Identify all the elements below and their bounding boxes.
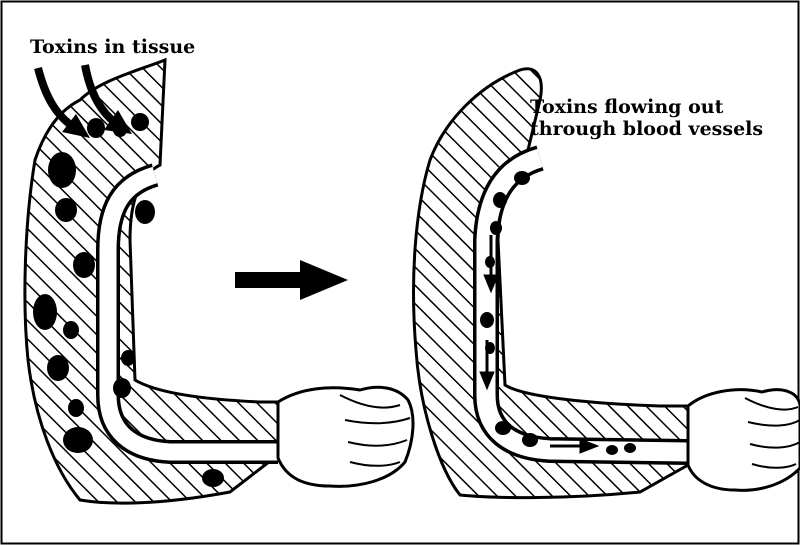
label-toxins-in-tissue: Toxins in tissue — [30, 36, 195, 58]
toxin-blob — [522, 433, 538, 447]
toxin-blob — [624, 443, 636, 453]
label-line-2: through blood vessels — [530, 118, 763, 140]
hand-after — [688, 390, 800, 491]
toxin-blob — [48, 152, 76, 188]
toxin-blob — [47, 355, 69, 381]
toxin-blob — [113, 378, 131, 398]
toxin-blob — [135, 200, 155, 224]
toxin-blob — [68, 399, 84, 417]
toxin-blob — [73, 252, 95, 278]
toxin-blob — [121, 350, 135, 366]
toxin-blob — [63, 427, 93, 453]
toxin-blob — [493, 192, 507, 208]
arm-before — [25, 60, 413, 503]
label-toxins-flowing-out: Toxins flowing out through blood vessels — [530, 96, 763, 140]
toxin-blob — [55, 198, 77, 222]
toxin-blob — [63, 321, 79, 339]
transition-arrow-icon — [235, 260, 348, 300]
toxin-blob — [495, 421, 511, 435]
hand-before — [278, 387, 413, 486]
toxin-blob — [606, 445, 618, 455]
toxin-blob — [131, 113, 149, 131]
toxin-blob — [514, 171, 530, 185]
toxin-blob — [202, 469, 224, 487]
toxin-blob — [480, 312, 494, 328]
label-line-1: Toxins flowing out — [530, 96, 763, 118]
toxin-blob — [490, 221, 502, 235]
toxin-blob — [87, 118, 105, 138]
toxin-blob — [33, 294, 57, 330]
